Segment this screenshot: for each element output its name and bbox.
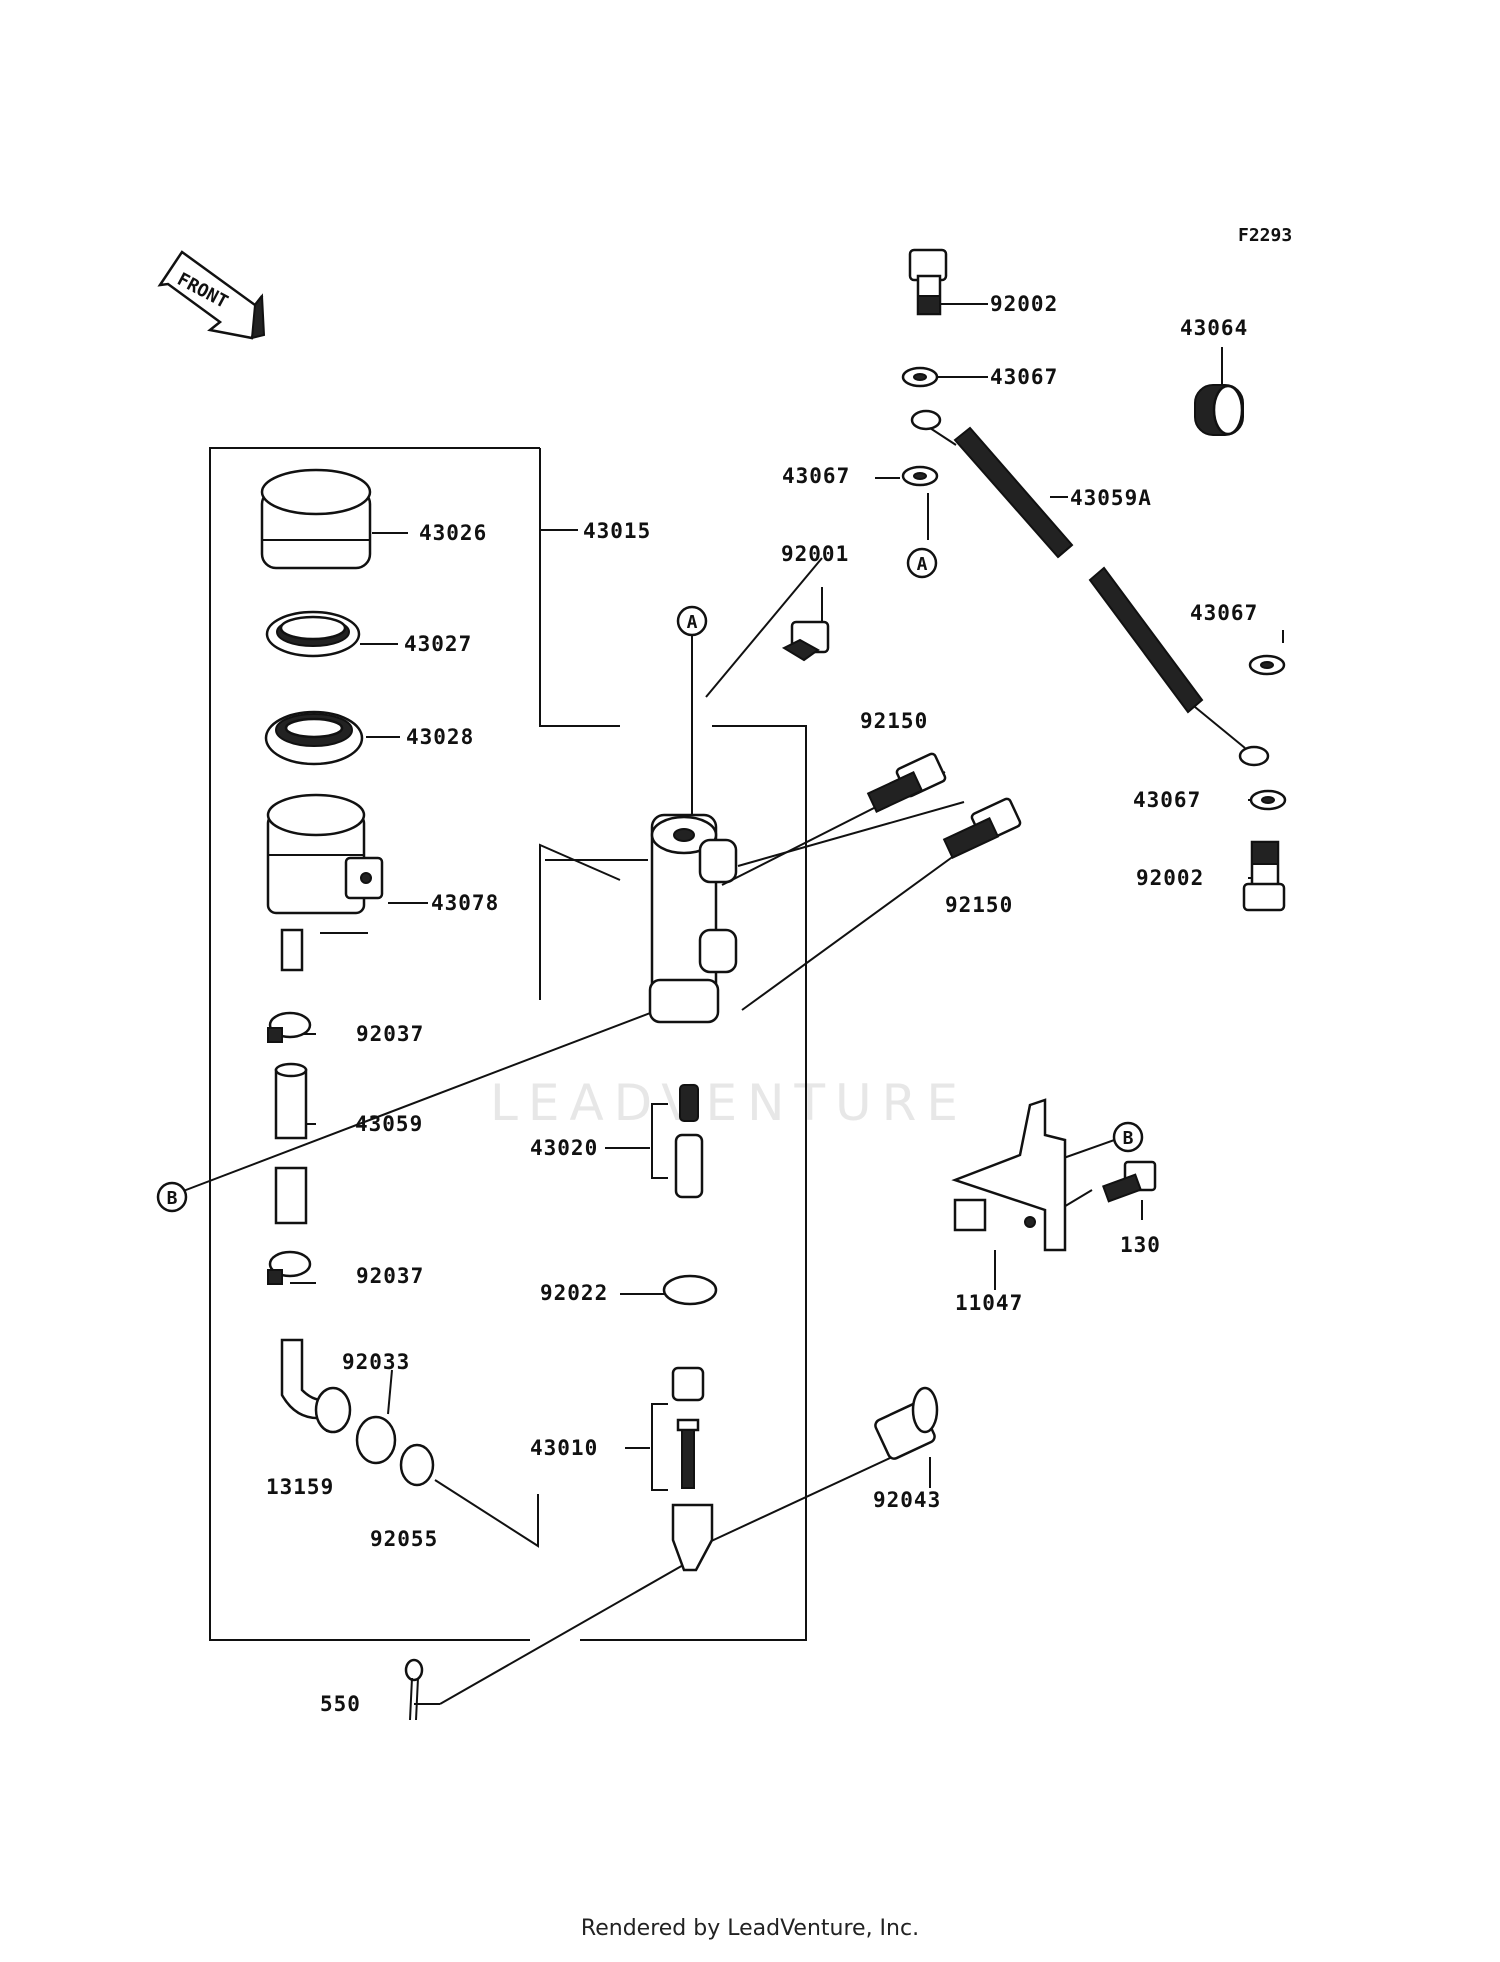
part-number-label: 92002 xyxy=(990,292,1058,316)
part-number-label: 43015 xyxy=(583,519,651,543)
part-number-label: 43067 xyxy=(782,464,850,488)
assembly-frame xyxy=(209,447,807,1641)
front-arrow-icon: FRONT xyxy=(157,250,266,340)
part-number-label: 92055 xyxy=(370,1527,438,1551)
hose-clamp-icon xyxy=(267,1011,312,1043)
mounting-bolt-icon xyxy=(942,797,1022,859)
part-number-label: 92037 xyxy=(356,1264,424,1288)
part-number-label: 11047 xyxy=(955,1291,1023,1315)
part-number-label: 43067 xyxy=(1133,788,1201,812)
part-number-label: 92002 xyxy=(1136,866,1204,890)
master-cylinder-icon xyxy=(648,813,738,1024)
mounting-bolt-icon xyxy=(866,752,947,813)
reservoir-plate-icon xyxy=(264,710,364,766)
part-number-label: 92022 xyxy=(540,1281,608,1305)
part-number-label: 92033 xyxy=(342,1350,410,1374)
banjo-bolt-bottom-icon xyxy=(1242,840,1286,912)
footer-credit: Rendered by LeadVenture, Inc. xyxy=(580,1916,920,1941)
clevis-pin-icon xyxy=(874,1386,939,1460)
part-number-label: 13159 xyxy=(266,1475,334,1499)
callout-b: B xyxy=(1112,1121,1144,1153)
callout-a: A xyxy=(676,605,708,637)
callout-b-label: B xyxy=(167,1188,178,1209)
part-number-label: 43026 xyxy=(419,521,487,545)
reservoir-icon xyxy=(266,793,384,972)
reservoir-cap-icon xyxy=(260,468,372,570)
part-number-label: 43078 xyxy=(431,891,499,915)
reservoir-diaphragm-icon xyxy=(265,610,361,658)
callout-a-label: A xyxy=(687,612,698,633)
part-number-label: 92037 xyxy=(356,1022,424,1046)
brake-hose-icon xyxy=(910,409,1270,767)
part-number-label: 43059 xyxy=(355,1112,423,1136)
part-number-label: 43027 xyxy=(404,632,472,656)
washer-icon xyxy=(1248,654,1286,676)
callout-a-label: A xyxy=(917,554,928,575)
bolt-icon xyxy=(1102,1160,1157,1203)
part-number-label: 92150 xyxy=(945,893,1013,917)
part-number-label: 43020 xyxy=(530,1136,598,1160)
banjo-bolt-icon xyxy=(781,620,830,662)
circlip-icon xyxy=(355,1415,397,1465)
callout-b-label: B xyxy=(1123,1128,1134,1149)
callout-b: B xyxy=(156,1181,188,1213)
washer-icon xyxy=(1249,789,1287,811)
part-number-label: 43059A xyxy=(1070,486,1152,510)
part-number-label: 92043 xyxy=(873,1488,941,1512)
washer-icon xyxy=(901,366,939,388)
part-number-label: 92150 xyxy=(860,709,928,733)
reservoir-hose-icon xyxy=(274,1062,308,1225)
callout-a: A xyxy=(906,547,938,579)
bracket-icon xyxy=(951,1098,1067,1252)
part-number-label: 43067 xyxy=(990,365,1058,389)
part-number-label: 43067 xyxy=(1190,601,1258,625)
figure-code: F2293 xyxy=(1238,225,1292,246)
hose-elbow-icon xyxy=(280,1338,352,1434)
leader-lines xyxy=(177,303,1284,1705)
part-number-label: 43028 xyxy=(406,725,474,749)
cotter-pin-icon xyxy=(404,1658,424,1721)
o-ring-icon xyxy=(399,1443,435,1487)
part-number-label: 130 xyxy=(1120,1233,1161,1257)
part-number-label: 550 xyxy=(320,1692,361,1716)
part-number-label: 43064 xyxy=(1180,316,1248,340)
grommet-icon xyxy=(1194,384,1244,436)
push-rod-icon xyxy=(671,1366,714,1572)
part-number-label: 92001 xyxy=(781,542,849,566)
snap-ring-icon xyxy=(662,1274,718,1306)
watermark: LEADVENTURE xyxy=(490,1074,968,1132)
hose-clamp-icon xyxy=(267,1250,312,1285)
washer-icon xyxy=(901,465,939,487)
piston-kit-icon xyxy=(674,1084,704,1199)
part-number-label: 43010 xyxy=(530,1436,598,1460)
banjo-bolt-top-icon xyxy=(908,248,948,316)
